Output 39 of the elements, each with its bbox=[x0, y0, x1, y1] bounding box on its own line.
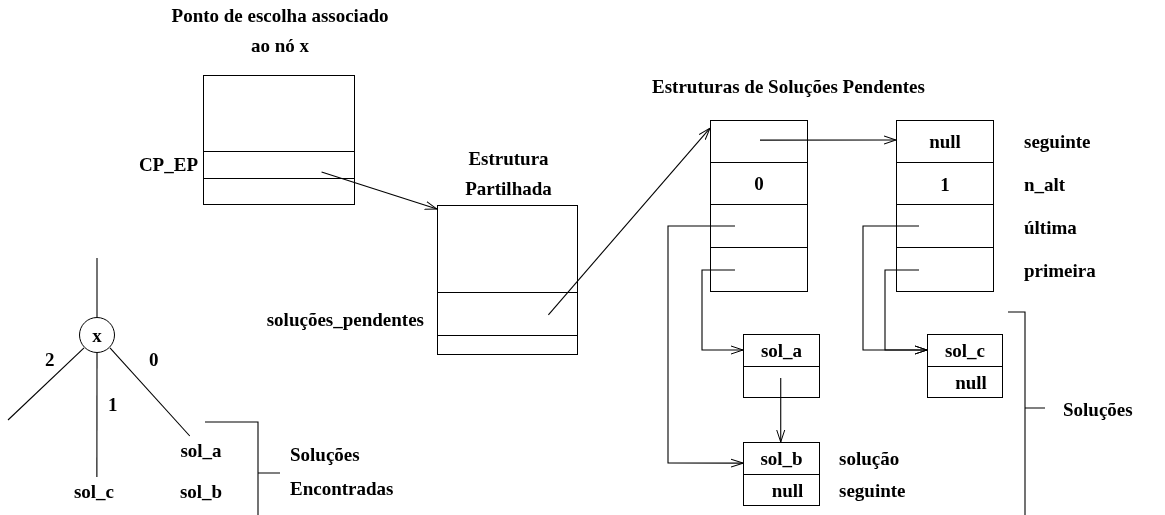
record-box bbox=[710, 120, 808, 292]
pointer-arrow bbox=[701, 269, 744, 355]
pointer-arrow bbox=[321, 171, 438, 210]
tree-branch-line bbox=[109, 347, 191, 437]
tree-node-circle: x bbox=[79, 317, 115, 353]
annotation-text: Estruturas de Soluções Pendentes bbox=[652, 75, 925, 99]
field-value: null bbox=[929, 132, 961, 151]
tree-branch-line bbox=[96, 352, 98, 478]
pointer-arrow bbox=[759, 135, 897, 145]
pointer-arrow bbox=[547, 127, 711, 316]
annotation-text: n_alt bbox=[1024, 173, 1066, 197]
field-value: 0 bbox=[754, 174, 764, 193]
record-heading: Ponto de escolha associado ao nó x bbox=[170, 4, 390, 58]
record-box bbox=[743, 334, 820, 398]
node-label: sol_c bbox=[58, 477, 130, 505]
annotation-text: seguinte bbox=[1024, 130, 1091, 154]
field-value: null bbox=[955, 373, 987, 392]
annotation-text: primeira bbox=[1024, 259, 1096, 283]
annotation-text: última bbox=[1024, 216, 1077, 240]
node-label: sol_b bbox=[166, 477, 236, 505]
annotation-text: Soluções Encontradas bbox=[290, 443, 395, 501]
tree-branch-line bbox=[96, 257, 98, 318]
record-heading: Estrutura Partilhada bbox=[464, 147, 553, 201]
field-name: soluções_pendentes bbox=[265, 308, 424, 332]
field-value: sol_c bbox=[944, 341, 986, 360]
pointer-arrow bbox=[884, 269, 928, 355]
record-box bbox=[927, 334, 1003, 398]
field-name: CP_EP bbox=[137, 153, 198, 177]
field-value: 1 bbox=[940, 174, 950, 194]
field-value: null bbox=[771, 481, 804, 500]
pointer-arrow bbox=[776, 377, 786, 443]
pointer-arrow bbox=[667, 225, 744, 468]
record-box bbox=[896, 120, 994, 292]
node-label: sol_a bbox=[166, 436, 236, 464]
annotation-text: Soluções bbox=[1063, 398, 1133, 422]
field-name: solução seguinte bbox=[839, 447, 907, 503]
tree-branch-line bbox=[7, 347, 85, 421]
field-value: sol_a bbox=[760, 341, 803, 360]
field-value: sol_b bbox=[760, 449, 803, 468]
